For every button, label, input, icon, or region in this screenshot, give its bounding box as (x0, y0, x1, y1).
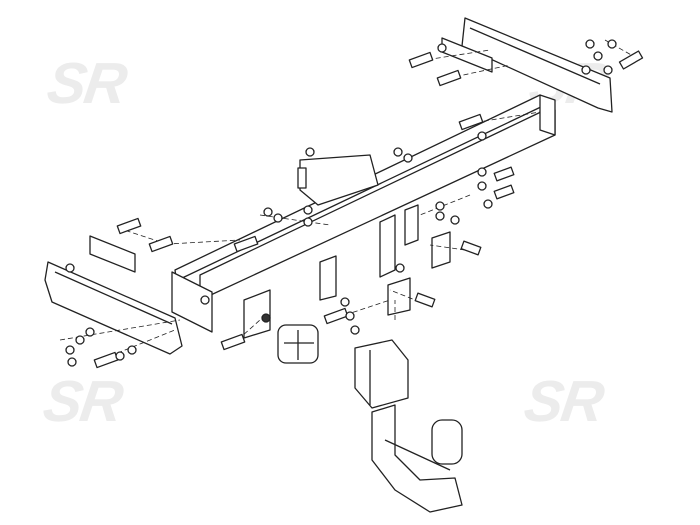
left-end-plate (171, 271, 213, 333)
right-chassis-bracket (441, 17, 613, 113)
tow-ball-icon (431, 419, 463, 465)
receiver-block (354, 339, 409, 409)
fasteners (59, 39, 644, 369)
socket-icon (277, 324, 319, 364)
beam-brackets (243, 154, 451, 339)
left-chassis-bracket (44, 235, 183, 355)
tow-ball-neck (371, 404, 463, 513)
